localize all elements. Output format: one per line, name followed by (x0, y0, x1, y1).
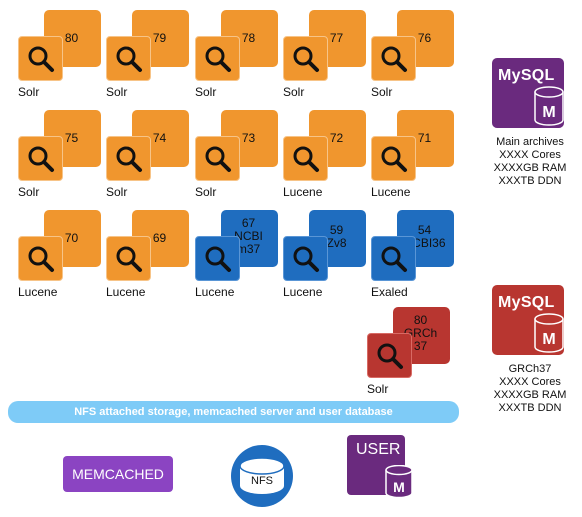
spec-line: XXXXGB RAM (493, 389, 567, 401)
search-icon (283, 36, 328, 81)
tile-id-line: NCBI (234, 229, 263, 243)
search-icon (371, 136, 416, 181)
mysql-grch37-title: MySQL (498, 294, 555, 311)
tile-label: Exaled (371, 285, 408, 299)
tile-id-line: GRCh (403, 326, 438, 340)
search-icon (18, 136, 63, 181)
tile-id-line: 78 (241, 31, 256, 45)
search-icon (195, 236, 240, 281)
tile-id-line: m37 (236, 242, 261, 256)
mysql-main-specs: Main archives XXXX Cores XXXXGB RAM XXXT… (475, 136, 582, 188)
nfs-label: NFS (251, 475, 273, 487)
tile-label: Lucene (371, 185, 411, 199)
search-icon (371, 36, 416, 81)
tile-id-line: 80 (413, 313, 428, 327)
tile-label: Solr (18, 185, 40, 199)
user-database-card: USER M (347, 435, 413, 499)
spec-line: GRCh37 (508, 363, 552, 375)
tile-id-line: 70 (64, 231, 79, 245)
tile-label: Lucene (283, 185, 323, 199)
storage-bar: NFS attached storage, memcached server a… (8, 401, 459, 423)
tile-id-line: 69 (152, 231, 167, 245)
search-icon (106, 136, 151, 181)
tile-id-line: 59 (329, 222, 344, 237)
tile-id-line: 76 (417, 31, 432, 45)
tile-id-line: 77 (329, 31, 344, 45)
tile-label: Solr (371, 85, 393, 99)
search-icon (283, 236, 328, 281)
search-icon (371, 236, 416, 281)
search-icon (283, 136, 328, 181)
svg-text:M: M (542, 331, 555, 348)
search-icon (195, 36, 240, 81)
database-icon: M (534, 313, 564, 358)
tile-label: Lucene (195, 285, 235, 299)
search-icon (106, 236, 151, 281)
tile-id-line: 74 (152, 131, 167, 145)
spec-line: XXXX Cores (499, 376, 561, 388)
database-icon: M (385, 464, 413, 504)
spec-line: XXXTB DDN (498, 175, 562, 187)
tile-label: Lucene (18, 285, 58, 299)
user-db-title: USER (356, 441, 401, 458)
tile-id-line: 71 (417, 131, 432, 145)
memcached-box: MEMCACHED (63, 456, 173, 492)
search-icon (106, 36, 151, 81)
mysql-main-title: MySQL (498, 67, 555, 84)
svg-text:M: M (542, 104, 555, 121)
tile-label: Solr (106, 85, 128, 99)
spec-line: XXXTB DDN (498, 402, 562, 414)
tile-label: Solr (195, 85, 217, 99)
spec-line: XXXX Cores (499, 149, 561, 161)
search-icon (18, 236, 63, 281)
search-icon (195, 136, 240, 181)
tile-id-line: 67 (241, 216, 256, 230)
tile-id-line: 37 (413, 339, 428, 353)
tile-id-line: 54 (417, 222, 432, 237)
tile-label: Solr (195, 185, 217, 199)
tile-id-line: 72 (329, 131, 344, 145)
search-icon (18, 36, 63, 81)
mysql-grch37-card: MySQL M (492, 285, 564, 355)
mysql-grch37-specs: GRCh37 XXXX Cores XXXXGB RAM XXXTB DDN (475, 363, 582, 415)
tile-label: Lucene (283, 285, 323, 299)
svg-text:M: M (393, 479, 405, 495)
tile-id-line: 79 (152, 31, 167, 45)
tile-id-line: 75 (64, 131, 79, 145)
search-icon (367, 333, 412, 378)
tile-id-line: 80 (64, 31, 79, 45)
tile-label: Solr (283, 85, 305, 99)
mysql-main-card: MySQL M (492, 58, 564, 128)
tile-id-line: Zv8 (326, 235, 347, 250)
tile-label: Solr (367, 382, 389, 396)
nfs-disk-icon: NFS (225, 444, 299, 513)
tile-id-line: 73 (241, 131, 256, 145)
tile-label: Solr (18, 85, 40, 99)
tile-label: Solr (106, 185, 128, 199)
spec-line: XXXXGB RAM (493, 162, 567, 174)
spec-line: Main archives (496, 136, 564, 148)
tile-label: Lucene (106, 285, 146, 299)
database-icon: M (534, 86, 564, 131)
